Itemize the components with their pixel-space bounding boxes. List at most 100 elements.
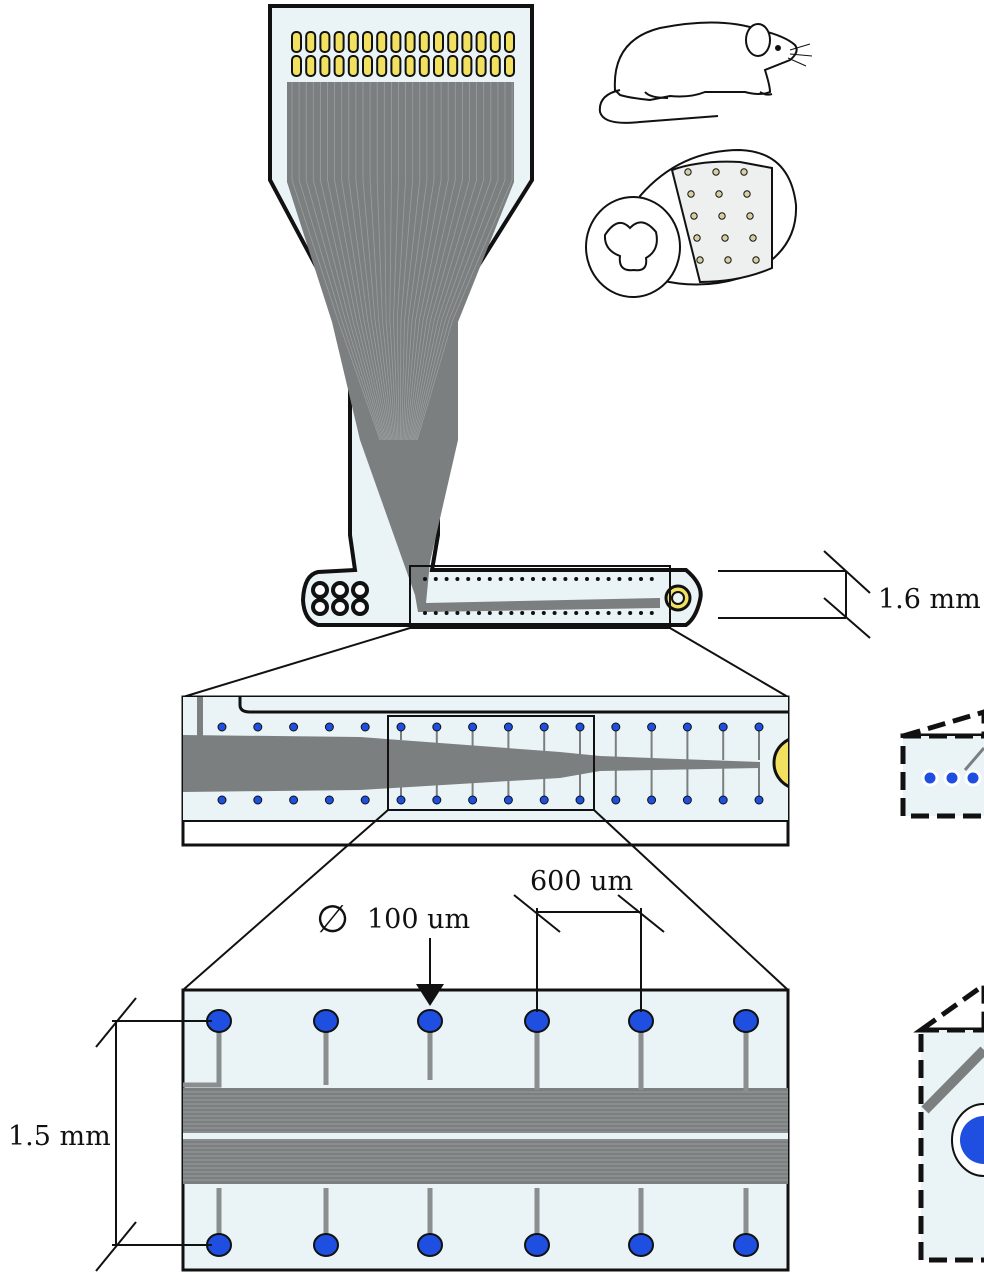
trace-line (291, 82, 381, 441)
trace-fan-lines (291, 82, 513, 441)
contact-pad (291, 55, 302, 77)
electrode-dot (487, 611, 492, 615)
trace-line (415, 82, 506, 441)
electrode-dot (639, 577, 643, 581)
trace-line (389, 82, 398, 441)
contact-pad (418, 55, 430, 77)
electrode (217, 795, 227, 805)
electrode (754, 795, 764, 805)
electrode (503, 722, 513, 732)
contact-pad (475, 31, 487, 53)
electrode-dot (541, 577, 546, 581)
implant-electrode (752, 256, 760, 264)
electrode-dot (455, 611, 460, 615)
electrode-dot (574, 577, 579, 581)
implant-electrode (712, 168, 720, 176)
contact-pad (319, 31, 331, 53)
electrode-dot (585, 577, 589, 581)
electrode (575, 722, 585, 732)
width-dimension (718, 550, 871, 639)
electrode-dot (595, 611, 600, 615)
zoom2-trace-lines (183, 1091, 788, 1181)
implant-electrode (687, 190, 695, 198)
trace-line (409, 82, 470, 441)
height-dimension (95, 997, 212, 1272)
trace-line (298, 82, 382, 441)
trace-line (348, 82, 390, 441)
electrode-dot (466, 611, 471, 615)
electrode-dot (509, 577, 514, 581)
contact-pad (305, 55, 317, 77)
zoom1-electrodes (217, 722, 764, 805)
contact-pad (333, 55, 345, 77)
trace-line (362, 82, 393, 441)
contact-pad (362, 55, 373, 77)
trace-line (319, 82, 386, 441)
implant-electrode (740, 168, 748, 176)
contact-pad (305, 31, 317, 53)
electrode-dot (444, 577, 449, 581)
electrode (611, 795, 621, 805)
contact-pad (461, 55, 473, 77)
electrode (432, 795, 442, 805)
electrode (682, 722, 692, 732)
electrode (647, 795, 657, 805)
trace-line (396, 82, 407, 441)
contact-pad (504, 55, 515, 77)
contact-pad (489, 55, 501, 77)
trace-line (414, 82, 499, 441)
diameter-label: 100 um (367, 904, 470, 935)
contact-pad (418, 31, 430, 53)
connector-holes (311, 581, 369, 616)
trace-line (406, 82, 449, 441)
contact-pad (347, 31, 359, 53)
width-label: 1.6 mm (878, 584, 981, 615)
trace-line (402, 82, 428, 441)
strip-electrodes (423, 577, 654, 615)
electrode-dot (531, 611, 535, 615)
electrode (360, 722, 370, 732)
trace-line (393, 82, 399, 441)
electrode (718, 795, 728, 805)
trace-line (401, 82, 421, 441)
trace-line (341, 82, 389, 441)
implant-electrode (749, 234, 757, 242)
electrode (360, 795, 370, 805)
trace-line (312, 82, 384, 441)
electrode-dot (520, 611, 525, 615)
electrode (754, 722, 764, 732)
electrode-dot (498, 611, 503, 615)
contact-pad (376, 55, 388, 77)
electrode-dot (455, 577, 460, 581)
electrode-dot (563, 611, 568, 615)
electrode (647, 722, 657, 732)
contact-pad (390, 55, 402, 77)
contact-pad (404, 55, 416, 77)
contact-pad (390, 31, 402, 53)
zoom-region-1 (409, 565, 671, 629)
trace-line (404, 82, 442, 441)
electrode (313, 1009, 339, 1033)
zoom-region-2 (387, 715, 595, 811)
electrode (524, 1233, 550, 1257)
diameter-symbol: ∅ (316, 897, 349, 941)
trace-line (413, 82, 492, 441)
electrode-dot (466, 577, 471, 581)
trace-line (407, 82, 456, 441)
implant-electrode (690, 212, 698, 220)
electrode-dot (606, 577, 611, 581)
electrode-dot (541, 611, 546, 615)
electrode-dot (639, 611, 643, 615)
trace-line (412, 82, 485, 441)
contact-pad (362, 31, 373, 53)
electrode (417, 1009, 443, 1033)
electrode-stem (183, 1021, 222, 1088)
implant-electrode (743, 190, 751, 198)
electrode (468, 795, 478, 805)
electrode-dot (563, 577, 568, 581)
trace-line (334, 82, 388, 441)
pitch-dimension (513, 894, 665, 1012)
implant-electrode (715, 190, 723, 198)
contact-pad (433, 31, 444, 53)
electrode (417, 1233, 443, 1257)
